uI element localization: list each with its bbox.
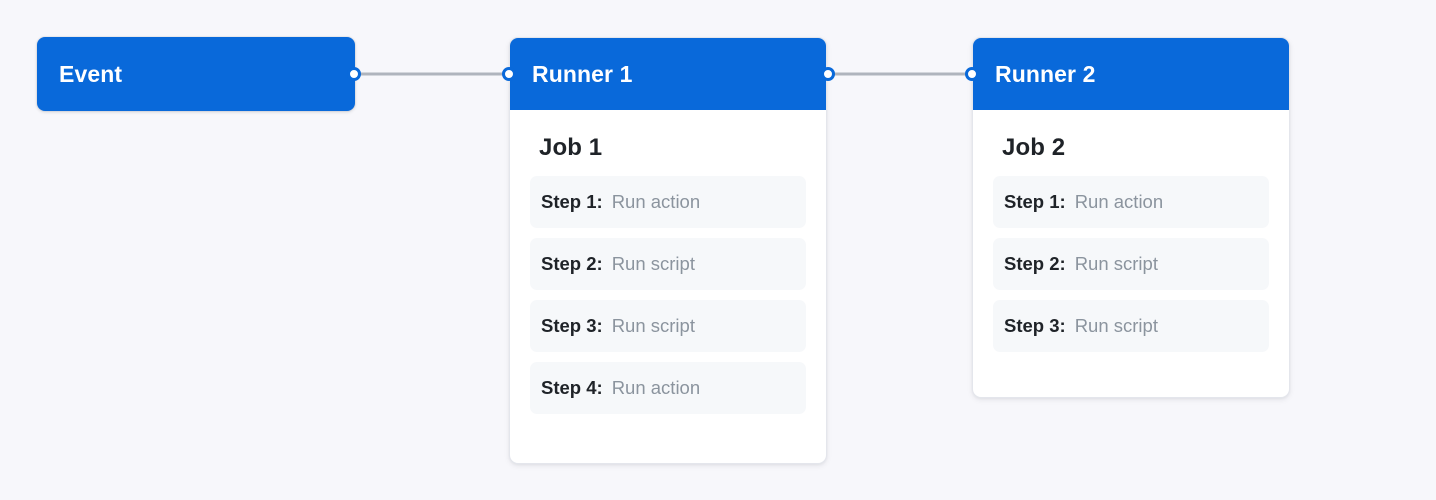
step-value: Run script bbox=[611, 253, 695, 274]
handle-runner-2-left[interactable] bbox=[965, 67, 979, 81]
step-row[interactable]: Step 2: Run script bbox=[993, 238, 1269, 290]
step-value: Run script bbox=[1074, 315, 1158, 336]
node-runner-2-title: Runner 2 bbox=[995, 60, 1096, 87]
step-value: Run action bbox=[1074, 191, 1164, 212]
step-row[interactable]: Step 1: Run action bbox=[530, 176, 806, 228]
step-label: Step 3: bbox=[541, 315, 603, 336]
node-runner-1-body: Job 1 Step 1: Run action Step 2: Run scr… bbox=[510, 110, 826, 436]
step-label: Step 2: bbox=[1004, 253, 1066, 274]
step-row[interactable]: Step 2: Run script bbox=[530, 238, 806, 290]
step-row[interactable]: Step 3: Run script bbox=[993, 300, 1269, 352]
node-runner-2-header: Runner 2 bbox=[973, 38, 1289, 110]
handle-runner-1-right[interactable] bbox=[821, 67, 835, 81]
job-1-title: Job 1 bbox=[539, 134, 603, 161]
step-value: Run script bbox=[611, 315, 695, 336]
step-label: Step 3: bbox=[1004, 315, 1066, 336]
node-runner-2-body: Job 2 Step 1: Run action Step 2: Run scr… bbox=[973, 110, 1289, 374]
node-runner-1[interactable]: Runner 1 Job 1 Step 1: Run action Step 2… bbox=[509, 37, 827, 464]
handle-runner-1-left[interactable] bbox=[502, 67, 516, 81]
node-runner-1-title: Runner 1 bbox=[532, 60, 633, 87]
step-label: Step 2: bbox=[541, 253, 603, 274]
step-row[interactable]: Step 3: Run script bbox=[530, 300, 806, 352]
step-label: Step 1: bbox=[1004, 191, 1066, 212]
node-event[interactable]: Event bbox=[37, 37, 355, 111]
step-value: Run action bbox=[611, 377, 701, 398]
node-runner-1-header: Runner 1 bbox=[510, 38, 826, 110]
step-value: Run script bbox=[1074, 253, 1158, 274]
job-1-steps: Step 1: Run action Step 2: Run script St… bbox=[530, 176, 806, 414]
handle-event-right[interactable] bbox=[347, 67, 361, 81]
step-row[interactable]: Step 4: Run action bbox=[530, 362, 806, 414]
step-label: Step 4: bbox=[541, 377, 603, 398]
job-2-steps: Step 1: Run action Step 2: Run script St… bbox=[993, 176, 1269, 352]
step-row[interactable]: Step 1: Run action bbox=[993, 176, 1269, 228]
step-value: Run action bbox=[611, 191, 701, 212]
step-label: Step 1: bbox=[541, 191, 603, 212]
node-event-title: Event bbox=[59, 60, 123, 87]
job-2-title: Job 2 bbox=[1002, 134, 1066, 161]
node-runner-2[interactable]: Runner 2 Job 2 Step 1: Run action Step 2… bbox=[972, 37, 1290, 398]
